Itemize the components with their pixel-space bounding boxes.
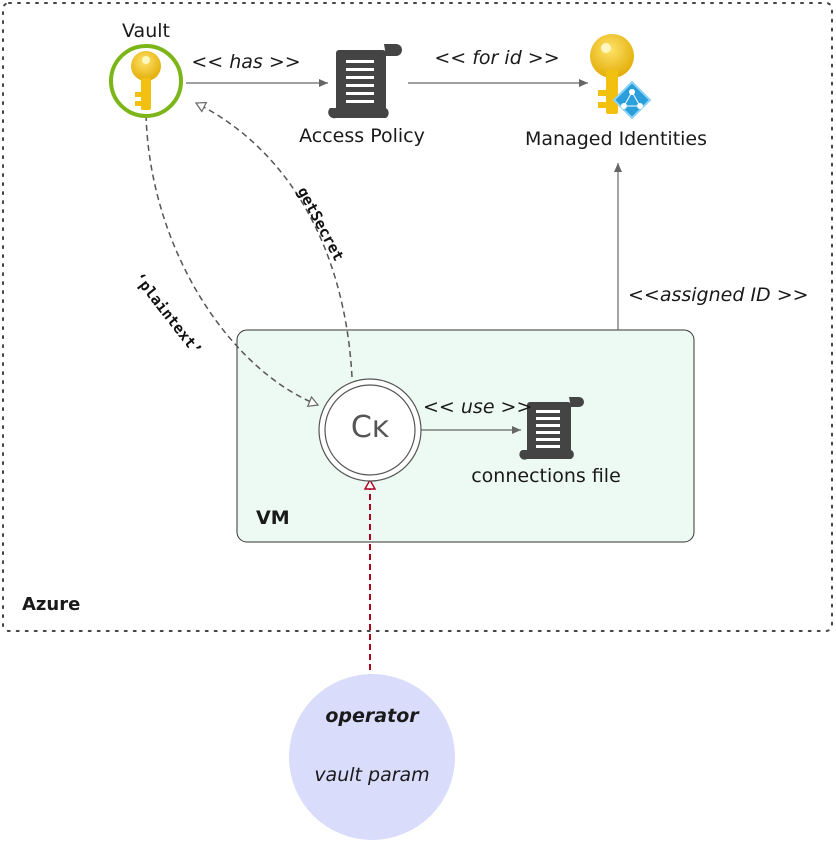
azure-region-label: Azure (22, 594, 81, 615)
operator-node (289, 674, 455, 840)
edge-get-secret (196, 103, 353, 378)
ck-component (318, 378, 422, 482)
connections-file-label: connections file (471, 465, 621, 487)
managed-identities-key-icon (590, 34, 652, 120)
vault-label: Vault (122, 20, 170, 42)
managed-identities-label: Managed Identities (524, 128, 708, 150)
edge-for-id-label: << for id >> (434, 47, 560, 69)
connections-file-scroll-icon (519, 397, 584, 460)
ck-label: Cĸ (350, 410, 390, 445)
access-policy-scroll-icon (328, 44, 402, 119)
edge-use-label: << use >> (423, 396, 533, 418)
edge-plaintext (145, 114, 318, 405)
access-policy-label: Access Policy (299, 125, 425, 147)
edge-has-label: << has >> (191, 51, 301, 73)
azure-boundary (2, 2, 833, 632)
operator-title: operator (325, 705, 419, 727)
vm-box (236, 329, 695, 543)
vm-region-label: VM (256, 507, 290, 529)
operator-subtitle: vault param (314, 764, 430, 786)
vault-key-icon (109, 44, 183, 118)
edge-assigned-id-label: <<assigned ID >> (628, 284, 809, 306)
